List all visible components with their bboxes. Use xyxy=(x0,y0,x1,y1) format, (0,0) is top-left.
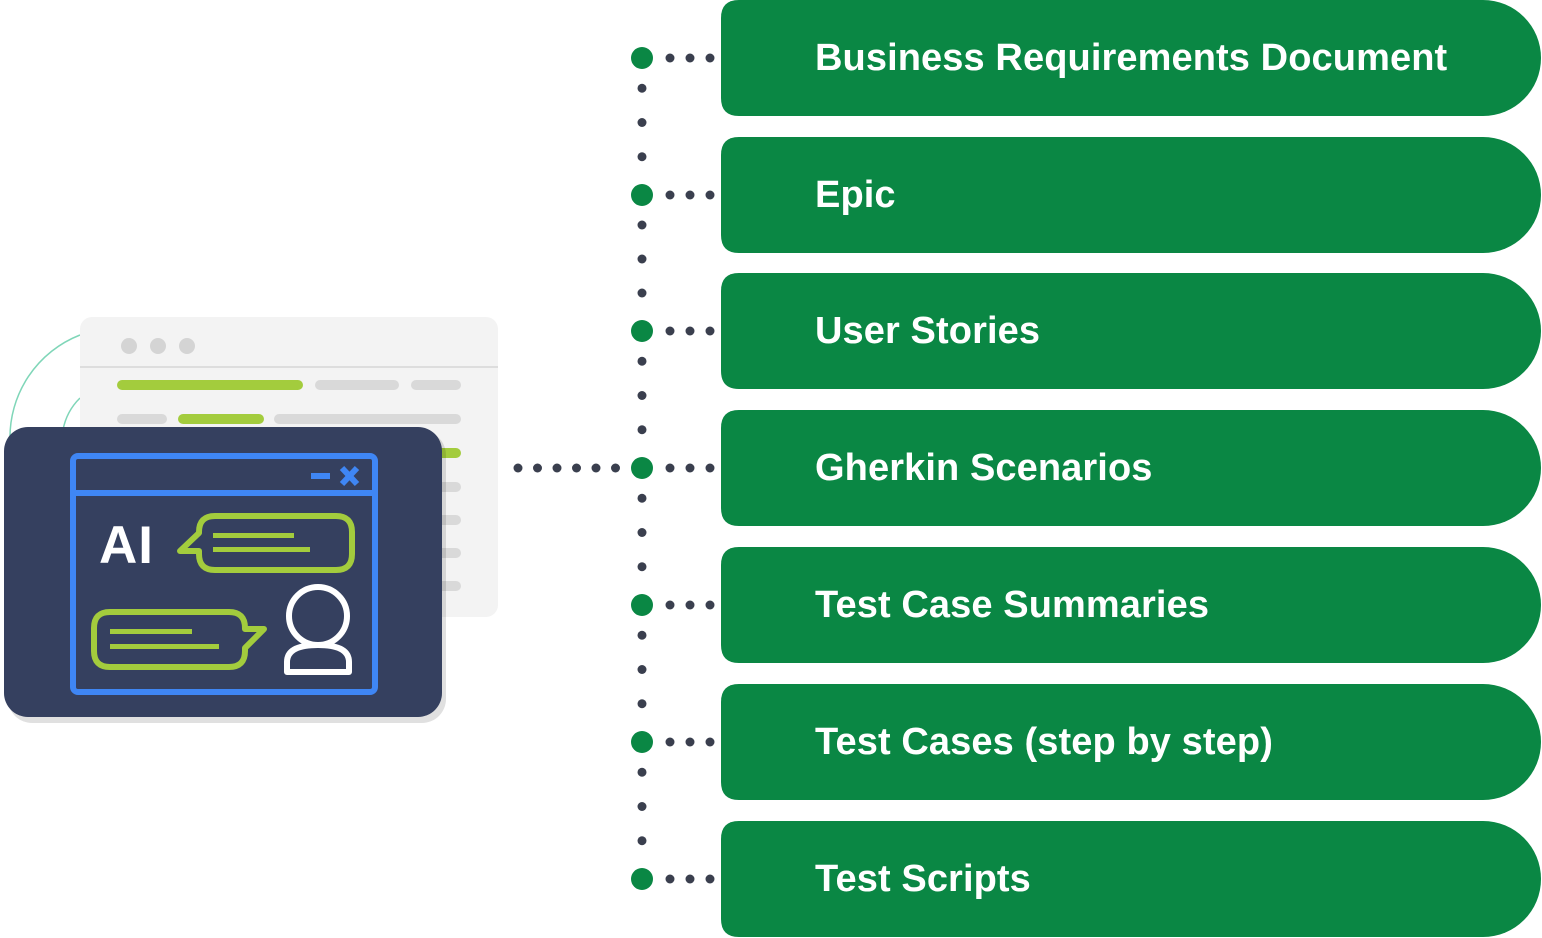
pill-label-test-scripts: Test Scripts xyxy=(815,858,1031,900)
connector-dot xyxy=(705,190,715,200)
connector-dot xyxy=(637,254,647,264)
connector-dot xyxy=(637,356,647,366)
connector-dot xyxy=(591,463,601,473)
connector-node xyxy=(631,320,653,342)
connector-dot xyxy=(705,53,715,63)
connector-node xyxy=(631,457,653,479)
connector-dot xyxy=(637,83,647,93)
output-pill-6 xyxy=(721,684,1541,800)
connector-dot xyxy=(637,152,647,162)
connector-dot xyxy=(705,463,715,473)
connector-node xyxy=(631,594,653,616)
connector-dot xyxy=(637,391,647,400)
connector-dot xyxy=(637,425,647,435)
pill-label-user-stories: User Stories xyxy=(815,310,1041,352)
connector-node xyxy=(631,184,653,206)
pill-label-epic: Epic xyxy=(815,174,896,216)
connector-dot xyxy=(705,326,715,336)
connector-dot xyxy=(685,874,695,884)
connector-dot xyxy=(637,118,647,127)
connector-node xyxy=(631,731,653,753)
connector-dot xyxy=(685,600,695,610)
connector-dot xyxy=(665,326,675,336)
connector-dot xyxy=(705,737,715,747)
connector-dot xyxy=(637,836,647,846)
output-pill-2 xyxy=(721,137,1541,253)
speech-bubble-icon xyxy=(177,513,355,573)
output-pill-3 xyxy=(721,273,1541,389)
connector-dot xyxy=(637,220,647,230)
connector-node xyxy=(631,47,653,69)
connector-dot xyxy=(665,874,675,884)
output-pills xyxy=(721,0,1541,937)
connector-dot xyxy=(637,699,647,709)
connector-dot xyxy=(665,463,675,473)
chat-window-icon xyxy=(70,453,378,695)
connector-lines xyxy=(513,47,715,890)
connector-node xyxy=(631,868,653,890)
connector-dot xyxy=(685,190,695,200)
connector-dot xyxy=(637,288,647,298)
pill-label-test-case-summaries: Test Case Summaries xyxy=(815,584,1210,626)
connector-dot xyxy=(611,463,620,473)
decorative-arc xyxy=(9,334,81,441)
minimize-icon xyxy=(311,473,330,479)
connector-dot xyxy=(665,600,675,610)
connector-dot xyxy=(685,53,695,63)
connector-dot xyxy=(637,630,647,640)
connector-dot xyxy=(637,767,647,777)
connector-dot xyxy=(572,463,581,473)
output-pill-1 xyxy=(721,0,1541,116)
connector-dot xyxy=(685,326,695,336)
ai-label: AI xyxy=(99,516,154,575)
connector-dot xyxy=(685,463,695,473)
pill-label-gherkin-scenarios: Gherkin Scenarios xyxy=(815,447,1153,489)
connector-dot xyxy=(552,463,562,473)
output-pill-4 xyxy=(721,410,1541,526)
speech-bubble-icon xyxy=(91,609,267,670)
connector-dot xyxy=(705,600,715,610)
connector-dot xyxy=(665,737,675,747)
output-pill-5 xyxy=(721,547,1541,663)
connector-dot xyxy=(533,463,542,473)
connector-dot xyxy=(637,528,647,537)
close-icon xyxy=(339,465,360,487)
connector-dot xyxy=(665,53,675,63)
connector-dot xyxy=(513,463,523,473)
connector-dot xyxy=(685,737,695,747)
connector-dot xyxy=(637,493,647,503)
pill-label-test-cases-step-by-step: Test Cases (step by step) xyxy=(815,721,1273,763)
connector-dot xyxy=(637,802,647,811)
user-icon xyxy=(284,584,352,675)
connector-dot xyxy=(637,562,647,572)
connector-dot xyxy=(705,874,715,884)
connector-dot xyxy=(637,665,647,674)
connector-dot xyxy=(665,190,675,200)
pill-label-business-requirements-document: Business Requirements Document xyxy=(815,37,1448,79)
output-pill-7 xyxy=(721,821,1541,937)
